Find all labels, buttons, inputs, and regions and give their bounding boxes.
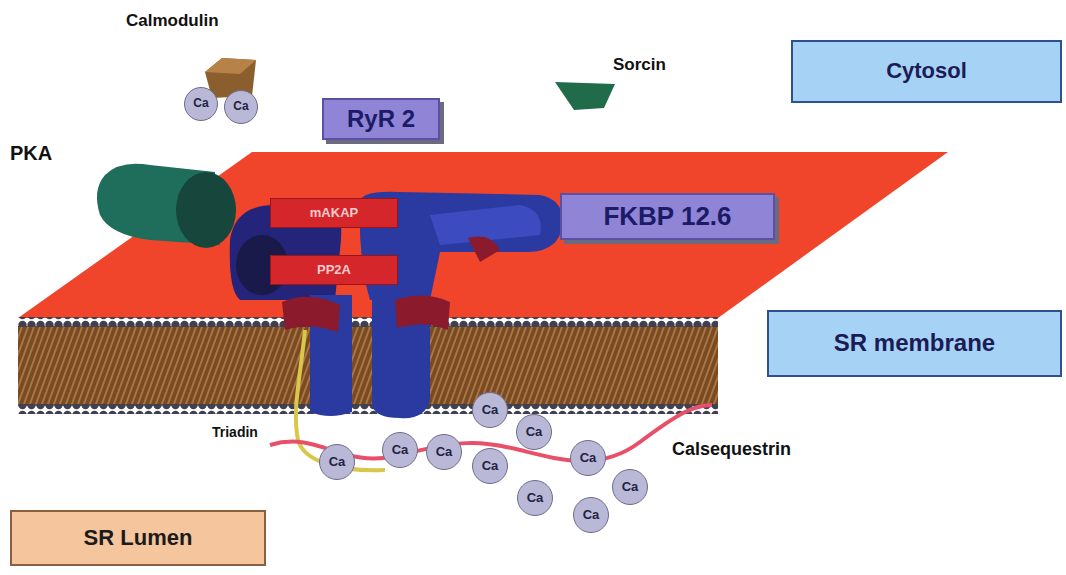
node-text: Ca bbox=[482, 403, 499, 417]
protein-label: Triadin bbox=[212, 425, 258, 440]
protein-label: Calsequestrin bbox=[672, 440, 791, 460]
calcium-ion: Ca bbox=[612, 469, 648, 505]
compartment-box: Cytosol bbox=[791, 40, 1062, 103]
calcium-ion: Ca bbox=[570, 440, 606, 476]
node-text: PP2A bbox=[317, 263, 351, 277]
node-text: SR Lumen bbox=[84, 526, 193, 550]
node-text: mAKAP bbox=[310, 206, 358, 220]
node-text: Ca bbox=[193, 97, 208, 110]
ryr2-channel bbox=[230, 192, 563, 419]
node-text: Cytosol bbox=[886, 59, 967, 83]
protein-label: PKA bbox=[10, 142, 52, 164]
protein-tag-box: PP2A bbox=[270, 255, 398, 285]
node-text: SR membrane bbox=[834, 330, 995, 356]
node-text: RyR 2 bbox=[347, 106, 415, 132]
pka-cylinder bbox=[97, 164, 288, 295]
calcium-ion: Ca bbox=[517, 480, 553, 516]
calcium-ion: Ca bbox=[319, 444, 355, 480]
node-text: FKBP 12.6 bbox=[603, 202, 731, 231]
node-text: Ca bbox=[436, 445, 453, 459]
calcium-ion: Ca bbox=[573, 497, 609, 533]
protein-box: FKBP 12.6 bbox=[560, 193, 775, 240]
sorcin-shape bbox=[555, 82, 615, 110]
protein-tag-box: mAKAP bbox=[270, 198, 398, 228]
node-text: Ca bbox=[392, 443, 409, 457]
cytosolic-plane bbox=[18, 152, 948, 318]
calcium-ion: Ca bbox=[426, 434, 462, 470]
compartment-box: SR Lumen bbox=[10, 510, 266, 566]
calcium-ion: Ca bbox=[516, 414, 552, 450]
calcium-ion: Ca bbox=[472, 448, 508, 484]
node-text: Ca bbox=[233, 100, 248, 113]
node-text: Ca bbox=[527, 491, 544, 505]
node-text: Ca bbox=[580, 451, 597, 465]
compartment-box: SR membrane bbox=[767, 310, 1062, 377]
calcium-ion: Ca bbox=[224, 90, 258, 124]
protein-label: Calmodulin bbox=[126, 12, 219, 31]
lipid-bilayer bbox=[18, 317, 718, 414]
protein-box: RyR 2 bbox=[322, 98, 440, 140]
node-text: Ca bbox=[329, 455, 346, 469]
node-text: Ca bbox=[583, 508, 600, 522]
node-text: Ca bbox=[482, 459, 499, 473]
calcium-ion: Ca bbox=[184, 87, 218, 121]
calcium-ion: Ca bbox=[382, 432, 418, 468]
node-text: Ca bbox=[526, 425, 543, 439]
protein-label: Sorcin bbox=[613, 56, 666, 75]
calcium-ion: Ca bbox=[472, 392, 508, 428]
node-text: Ca bbox=[622, 480, 639, 494]
